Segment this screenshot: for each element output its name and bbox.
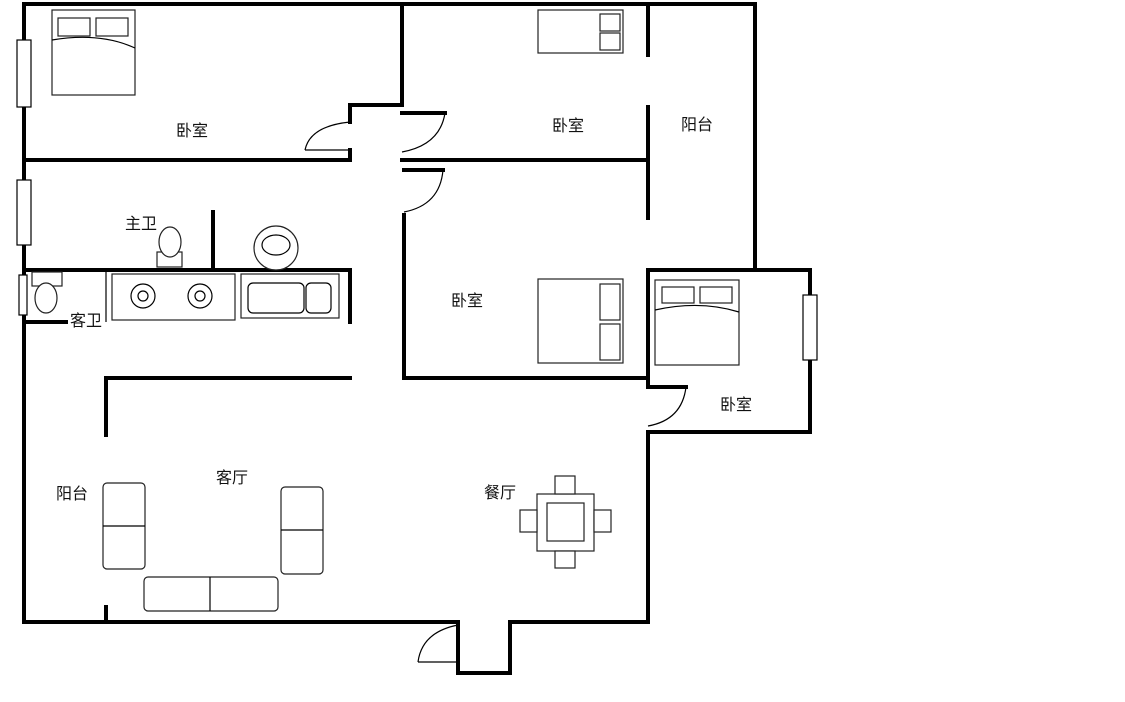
- toilet-icon: [31, 271, 63, 314]
- label-bedroom-n: 卧室: [552, 116, 584, 135]
- washbasin-icon: [253, 225, 299, 271]
- window: [16, 39, 32, 108]
- windows: [16, 39, 818, 361]
- label-balcony-ne: 阳台: [681, 115, 713, 134]
- toilet-icon: [156, 226, 183, 268]
- walls: [22, 2, 812, 675]
- window: [802, 294, 818, 361]
- door-bedroom-center: [402, 168, 445, 213]
- furniture: [31, 9, 740, 612]
- label-bedroom-center: 卧室: [451, 291, 483, 310]
- sofa-icon: [280, 486, 324, 575]
- stove-icon: [111, 273, 236, 321]
- bed-icon: [537, 278, 624, 364]
- bed-icon: [654, 279, 740, 366]
- sofa-icon: [102, 482, 146, 570]
- window: [18, 274, 28, 316]
- label-bedroom-nw: 卧室: [176, 121, 208, 140]
- entrance-door: [417, 624, 459, 663]
- label-bedroom-e: 卧室: [720, 395, 752, 414]
- bed-icon: [537, 9, 624, 54]
- door-bedroom-nw: [304, 121, 351, 151]
- sink-icon: [240, 273, 340, 319]
- doors: [304, 111, 688, 663]
- label-dining-room: 餐厅: [484, 483, 516, 502]
- room-labels: 卧室 卧室 阳台 主卫 客卫 卧室 卧室 客厅 阳台 餐厅: [56, 115, 752, 503]
- label-living-room: 客厅: [216, 468, 248, 487]
- label-master-bath: 主卫: [125, 214, 157, 233]
- window: [16, 179, 32, 246]
- sofa-icon: [143, 576, 279, 612]
- label-balcony-w: 阳台: [56, 484, 88, 503]
- bed-icon: [51, 9, 136, 96]
- door-bedroom-n: [400, 111, 447, 153]
- dining-table-icon: [519, 475, 612, 569]
- door-bedroom-e: [646, 385, 688, 427]
- label-guest-bath: 客卫: [70, 311, 102, 330]
